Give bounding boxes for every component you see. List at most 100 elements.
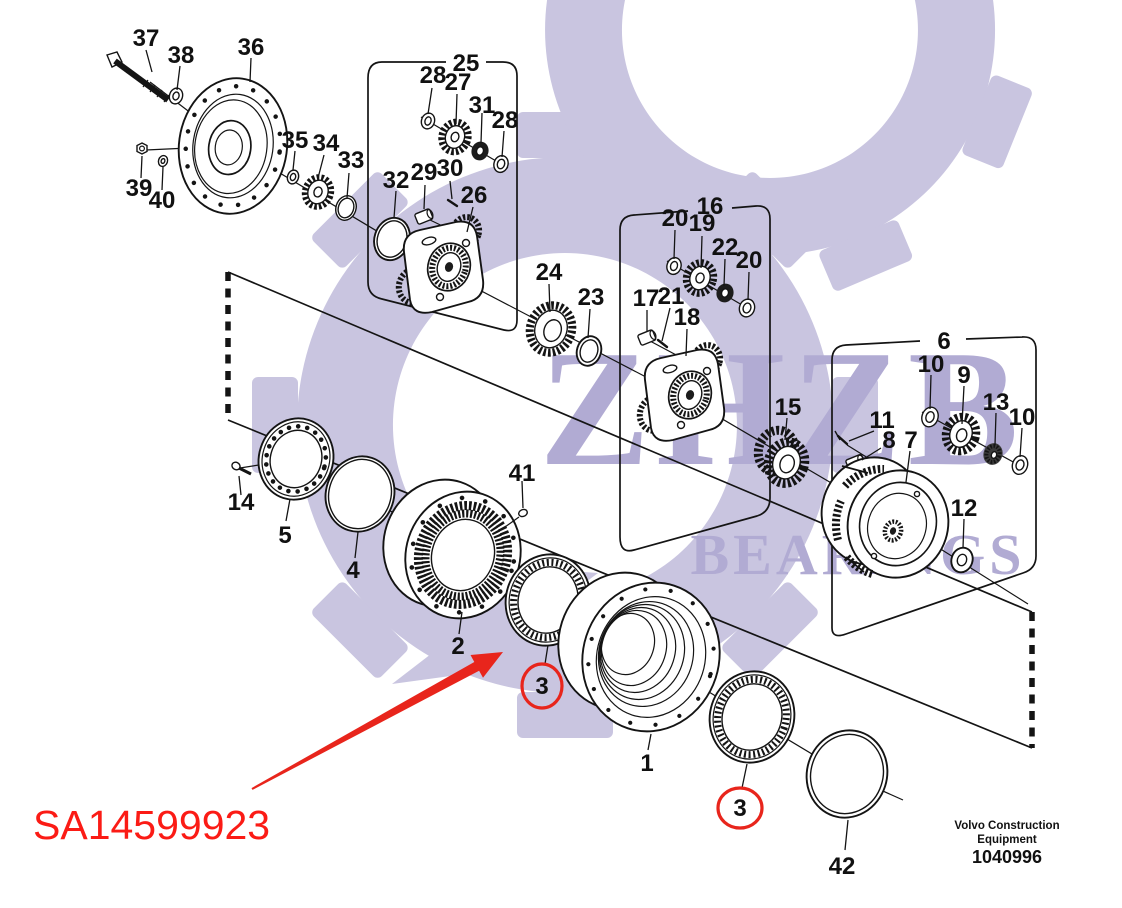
part-39-nut [136, 142, 148, 155]
part-label-26-16: 26 [461, 182, 488, 209]
part-27-gear [438, 118, 472, 156]
circled-part-label-3-0: 3 [535, 673, 548, 700]
part-label-1-42: 1 [640, 750, 653, 777]
part-label-40-4: 40 [149, 187, 176, 214]
part-label-12-36: 12 [951, 495, 978, 522]
part-32-ring [373, 216, 411, 262]
part-28-washer-a [420, 112, 436, 130]
part-label-19-21: 19 [689, 210, 716, 237]
part-42-ring [805, 729, 889, 819]
part-38-washer [168, 87, 184, 105]
part-label-30-15: 30 [437, 155, 464, 182]
part-label-10-32: 10 [1009, 404, 1036, 431]
part-21-pin [656, 338, 669, 349]
part-4-o-ring [324, 455, 396, 533]
part-15-gear [753, 425, 810, 488]
red-arrow [251, 652, 503, 790]
part-label-24-17: 24 [536, 259, 563, 286]
bracket-25 [367, 61, 518, 332]
part-14-bolt [231, 461, 252, 476]
part-13-roller-bearing [983, 443, 1003, 465]
part-label-39-3: 39 [126, 175, 153, 202]
part-37-bolt [106, 51, 170, 103]
part-2-ring-gear [382, 478, 522, 620]
part-12-washer [950, 546, 974, 574]
circled-part-label-3-1: 3 [733, 795, 746, 822]
part-label-8-34: 8 [882, 427, 895, 454]
part-11-pin [834, 430, 849, 446]
part-label-28-10: 28 [420, 62, 447, 89]
part-41-plug [504, 508, 528, 528]
part-28-washer-b [493, 154, 509, 174]
part-7-planet-carrier-drum [820, 456, 950, 579]
part-label-38-1: 38 [168, 42, 195, 69]
part-label-22-22: 22 [712, 234, 739, 261]
part-label-5-38: 5 [278, 522, 291, 549]
part-40-washer [157, 154, 169, 168]
part-label-17-24: 17 [633, 285, 660, 312]
part-19-gear [682, 259, 718, 297]
part-29-roller [414, 208, 434, 225]
part-reference-number: SA14599923 [33, 802, 270, 848]
doc-number: 1040996 [972, 847, 1042, 867]
part-5-bearing [257, 417, 335, 501]
red-circle-1 [716, 786, 764, 830]
part-label-23-18: 23 [578, 284, 605, 311]
part-label-20-23: 20 [736, 247, 763, 274]
part-label-2-40: 2 [451, 633, 464, 660]
part-label-41-41: 41 [509, 460, 536, 487]
part-20-washer-b [738, 298, 756, 318]
part-label-6-28: 6 [937, 328, 950, 355]
bracket-16 [619, 205, 771, 552]
circled-part-labels: 33 [520, 662, 764, 830]
part-36-cover [177, 77, 289, 215]
part-label-36-2: 36 [238, 34, 265, 61]
part-20-washer-a [666, 256, 682, 276]
part-label-27-11: 27 [445, 69, 472, 96]
part-label-16-19: 16 [697, 193, 724, 220]
part-label-15-27: 15 [775, 394, 802, 421]
part-1-hub [557, 571, 721, 733]
part-label-29-14: 29 [411, 159, 438, 186]
assembly-brackets [367, 61, 1037, 637]
part-26-planet-carrier [395, 214, 485, 314]
part-label-20-20: 20 [662, 205, 689, 232]
part-label-11-33: 11 [869, 407, 894, 434]
footer-brand-block: Volvo Construction Equipment 1040996 [954, 820, 1059, 867]
part-label-28-13: 28 [492, 107, 519, 134]
part-label-31-12: 31 [469, 92, 496, 119]
part-35-ring [286, 169, 300, 185]
brand-line2: Equipment [977, 834, 1037, 846]
part-label-25-9: 25 [453, 50, 480, 77]
part-label-35-5: 35 [282, 127, 309, 154]
bracket-6 [831, 336, 1037, 637]
part-label-21-25: 21 [658, 283, 685, 310]
part-33-ring [335, 195, 357, 221]
leader-lines [140, 49, 1023, 851]
part-label-33-7: 33 [338, 147, 365, 174]
part-label-4-39: 4 [346, 557, 360, 584]
part-label-9-30: 9 [957, 362, 970, 389]
parts [106, 51, 1029, 819]
brand-line1: Volvo Construction [954, 820, 1059, 832]
part-17-roller [637, 329, 657, 346]
part-label-34-6: 34 [313, 130, 340, 157]
red-circle-0 [520, 662, 564, 710]
part-10-washer-b [1011, 454, 1029, 476]
part-label-18-26: 18 [674, 304, 701, 331]
part-24-gear [525, 301, 577, 357]
part-23-ring [575, 335, 603, 367]
part-31-bearing [471, 141, 489, 161]
part-9-gear [941, 412, 981, 456]
part-label-14-37: 14 [228, 489, 255, 516]
part-label-10-29: 10 [918, 351, 945, 378]
part-22-bearing [716, 283, 734, 303]
red-annotations: 33 SA14599923 [33, 652, 764, 848]
part-label-7-35: 7 [904, 427, 917, 454]
part-30-pin [446, 198, 459, 208]
part-10-washer-a [921, 406, 939, 428]
part-label-42-43: 42 [829, 853, 856, 880]
